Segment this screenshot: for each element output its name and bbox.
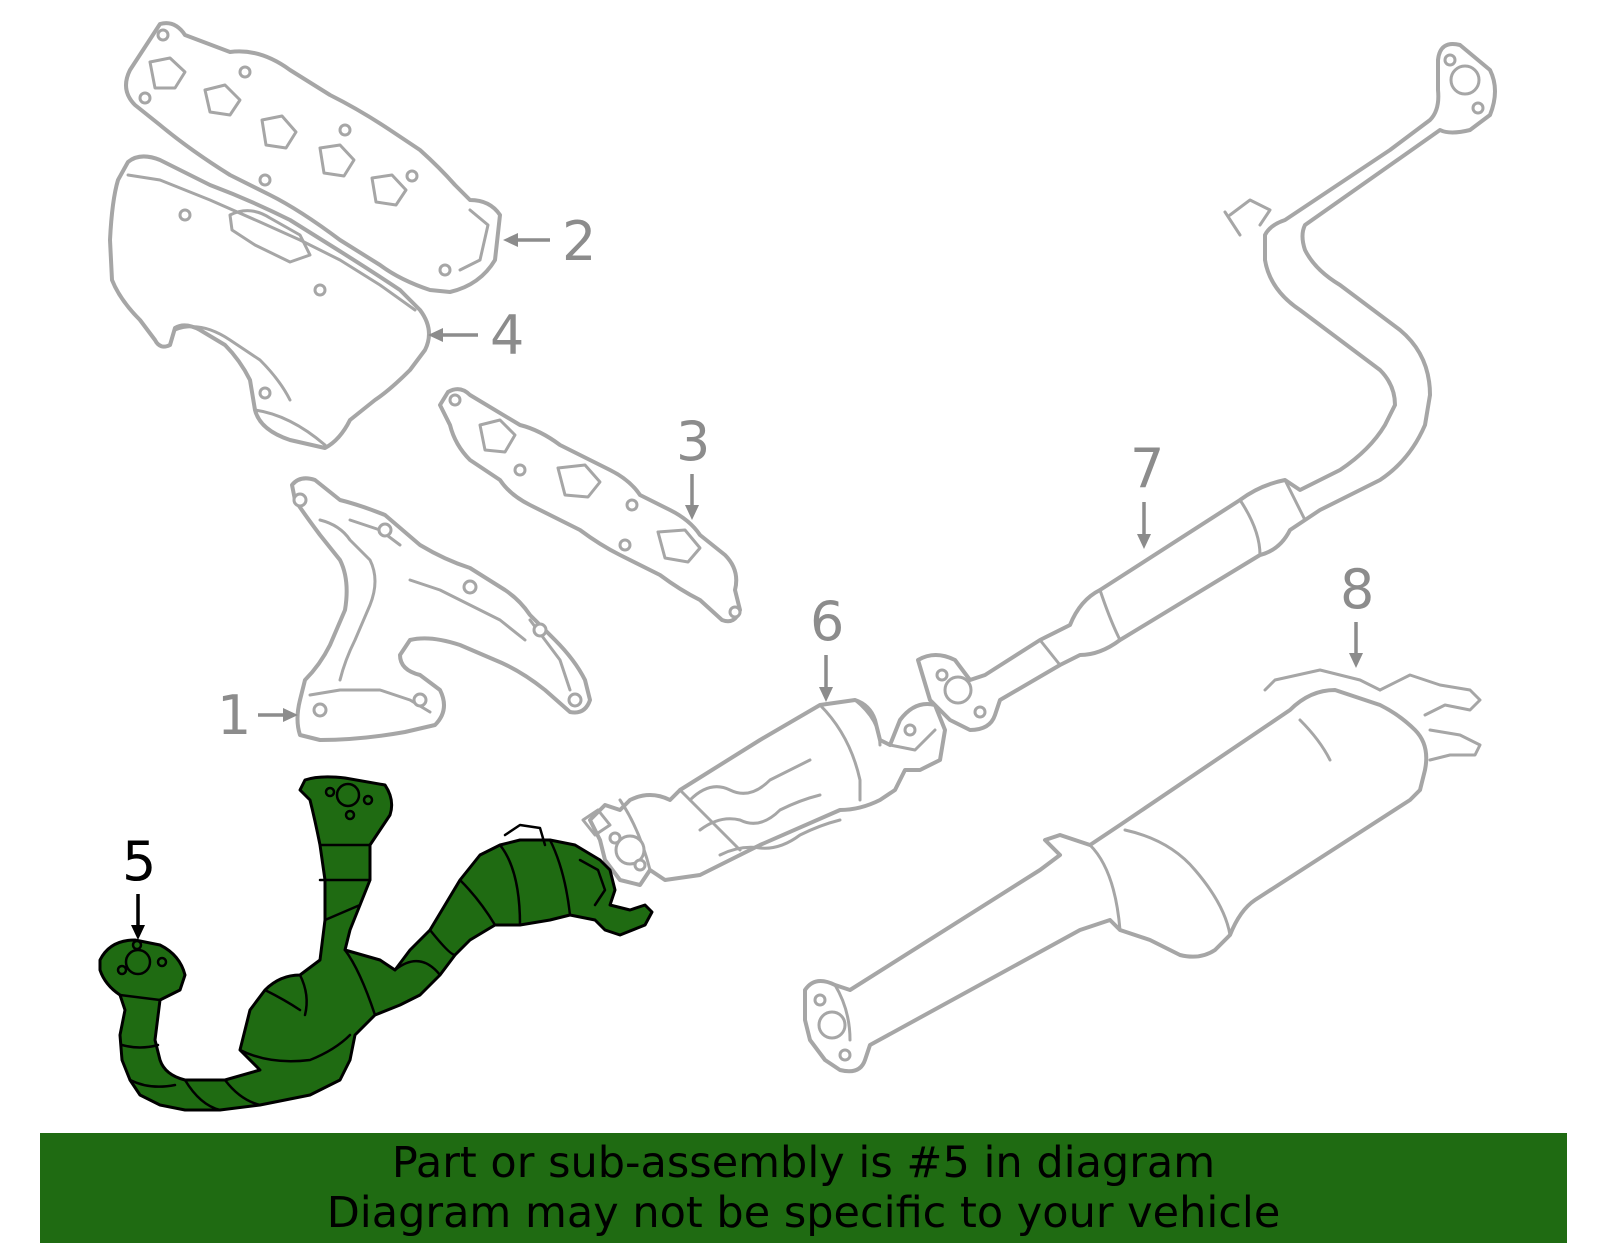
callout-6-label: 6 — [810, 590, 844, 653]
callout-1: 1 — [217, 684, 298, 747]
callout-2: 2 — [503, 210, 596, 273]
part-2-manifold-gasket[interactable] — [124, 21, 502, 294]
part-5-front-exhaust-pipe[interactable] — [98, 775, 654, 1112]
callout-3-label: 3 — [676, 410, 710, 473]
part-4-heat-shield[interactable] — [108, 154, 431, 450]
callout-3: 3 — [676, 410, 710, 520]
banner-part-line: Part or sub-assembly is #5 in diagram — [391, 1138, 1216, 1188]
callout-8-label: 8 — [1340, 558, 1374, 621]
banner-disclaimer-line: Diagram may not be specific to your vehi… — [326, 1188, 1281, 1238]
callout-4: 4 — [428, 304, 524, 367]
part-1-exhaust-manifold[interactable] — [290, 476, 592, 742]
callout-5: 5 — [122, 830, 156, 940]
callout-4-label: 4 — [490, 304, 524, 367]
part-6-catalytic-converter[interactable] — [581, 698, 947, 887]
callout-2-label: 2 — [562, 210, 596, 273]
callout-6: 6 — [810, 590, 844, 702]
callout-1-label: 1 — [217, 684, 251, 747]
part-info-banner: Part or sub-assembly is #5 in diagram Di… — [40, 1133, 1567, 1243]
callout-5-label: 5 — [122, 830, 156, 893]
part-8-muffler[interactable] — [803, 668, 1482, 1074]
part-3-gasket[interactable] — [438, 387, 742, 624]
callout-7-label: 7 — [1130, 437, 1164, 500]
callout-8: 8 — [1340, 558, 1374, 668]
callout-7: 7 — [1130, 437, 1164, 549]
part-7-center-pipe-resonator[interactable] — [916, 42, 1497, 732]
